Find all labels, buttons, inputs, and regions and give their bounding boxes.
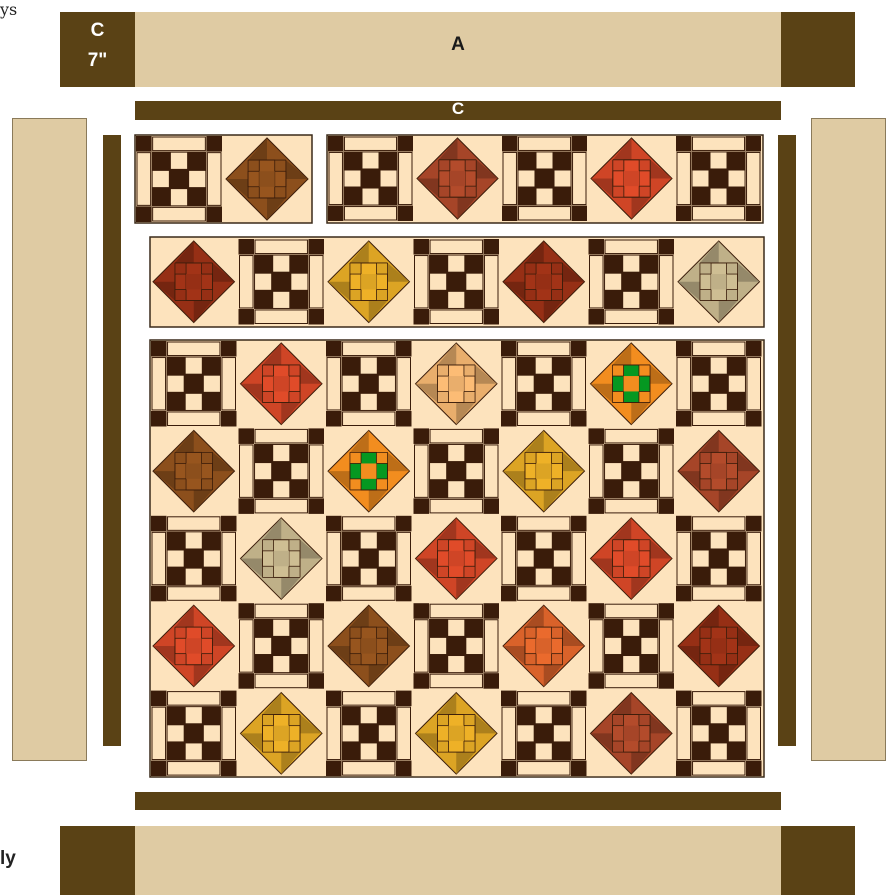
row2-nine-patch-3: [414, 239, 500, 325]
row2-nine-patch-1: [239, 239, 325, 325]
main-row3-nine-patch-5: [589, 603, 675, 689]
main-row0-nine-patch-0: [151, 341, 237, 427]
main-row1-nine-patch-1: [239, 428, 325, 514]
main-row3-churn-block-0: [151, 603, 237, 689]
main-row3-churn-block-6: [676, 603, 762, 689]
main-row4-churn-block-5: [589, 691, 675, 777]
row2-churn-block-2: [326, 239, 412, 325]
main-row2-churn-block-3: [414, 516, 500, 602]
row1b-nine-patch-2: [502, 136, 587, 221]
main-row4-nine-patch-4: [501, 691, 587, 777]
row1b-churn-block-3: [589, 136, 674, 221]
row1b-nine-patch-0: [328, 136, 413, 221]
main-row1-churn-block-0: [151, 428, 237, 514]
row1a-nine-patch-0: [136, 136, 222, 222]
row2-nine-patch-5: [589, 239, 675, 325]
main-row1-nine-patch-3: [414, 428, 500, 514]
main-row0-churn-block-5: [589, 341, 675, 427]
main-row2-churn-block-5: [589, 516, 675, 602]
main-row4-nine-patch-6: [676, 691, 762, 777]
main-row0-nine-patch-4: [501, 341, 587, 427]
row2-churn-block-0: [151, 239, 237, 325]
main-row0-nine-patch-6: [676, 341, 762, 427]
row2-churn-block-6: [676, 239, 762, 325]
main-row0-nine-patch-2: [326, 341, 412, 427]
main-row0-churn-block-1: [239, 341, 325, 427]
row1b-churn-block-1: [415, 136, 500, 221]
main-row2-nine-patch-6: [676, 516, 762, 602]
main-row1-nine-patch-5: [589, 428, 675, 514]
main-row3-churn-block-4: [501, 603, 587, 689]
main-row2-nine-patch-2: [326, 516, 412, 602]
row2-churn-block-4: [501, 239, 587, 325]
main-row4-churn-block-3: [414, 691, 500, 777]
main-row2-nine-patch-0: [151, 516, 237, 602]
main-row2-churn-block-1: [239, 516, 325, 602]
main-row3-nine-patch-3: [414, 603, 500, 689]
main-row4-nine-patch-2: [326, 691, 412, 777]
main-row4-nine-patch-0: [151, 691, 237, 777]
main-row3-nine-patch-1: [239, 603, 325, 689]
main-row3-churn-block-2: [326, 603, 412, 689]
row1b-nine-patch-4: [676, 136, 761, 221]
main-row4-churn-block-1: [239, 691, 325, 777]
main-row1-churn-block-6: [676, 428, 762, 514]
main-row0-churn-block-3: [414, 341, 500, 427]
row1a-churn-block-1: [224, 136, 310, 222]
main-row1-churn-block-2: [326, 428, 412, 514]
main-row1-churn-block-4: [501, 428, 587, 514]
main-row2-nine-patch-4: [501, 516, 587, 602]
